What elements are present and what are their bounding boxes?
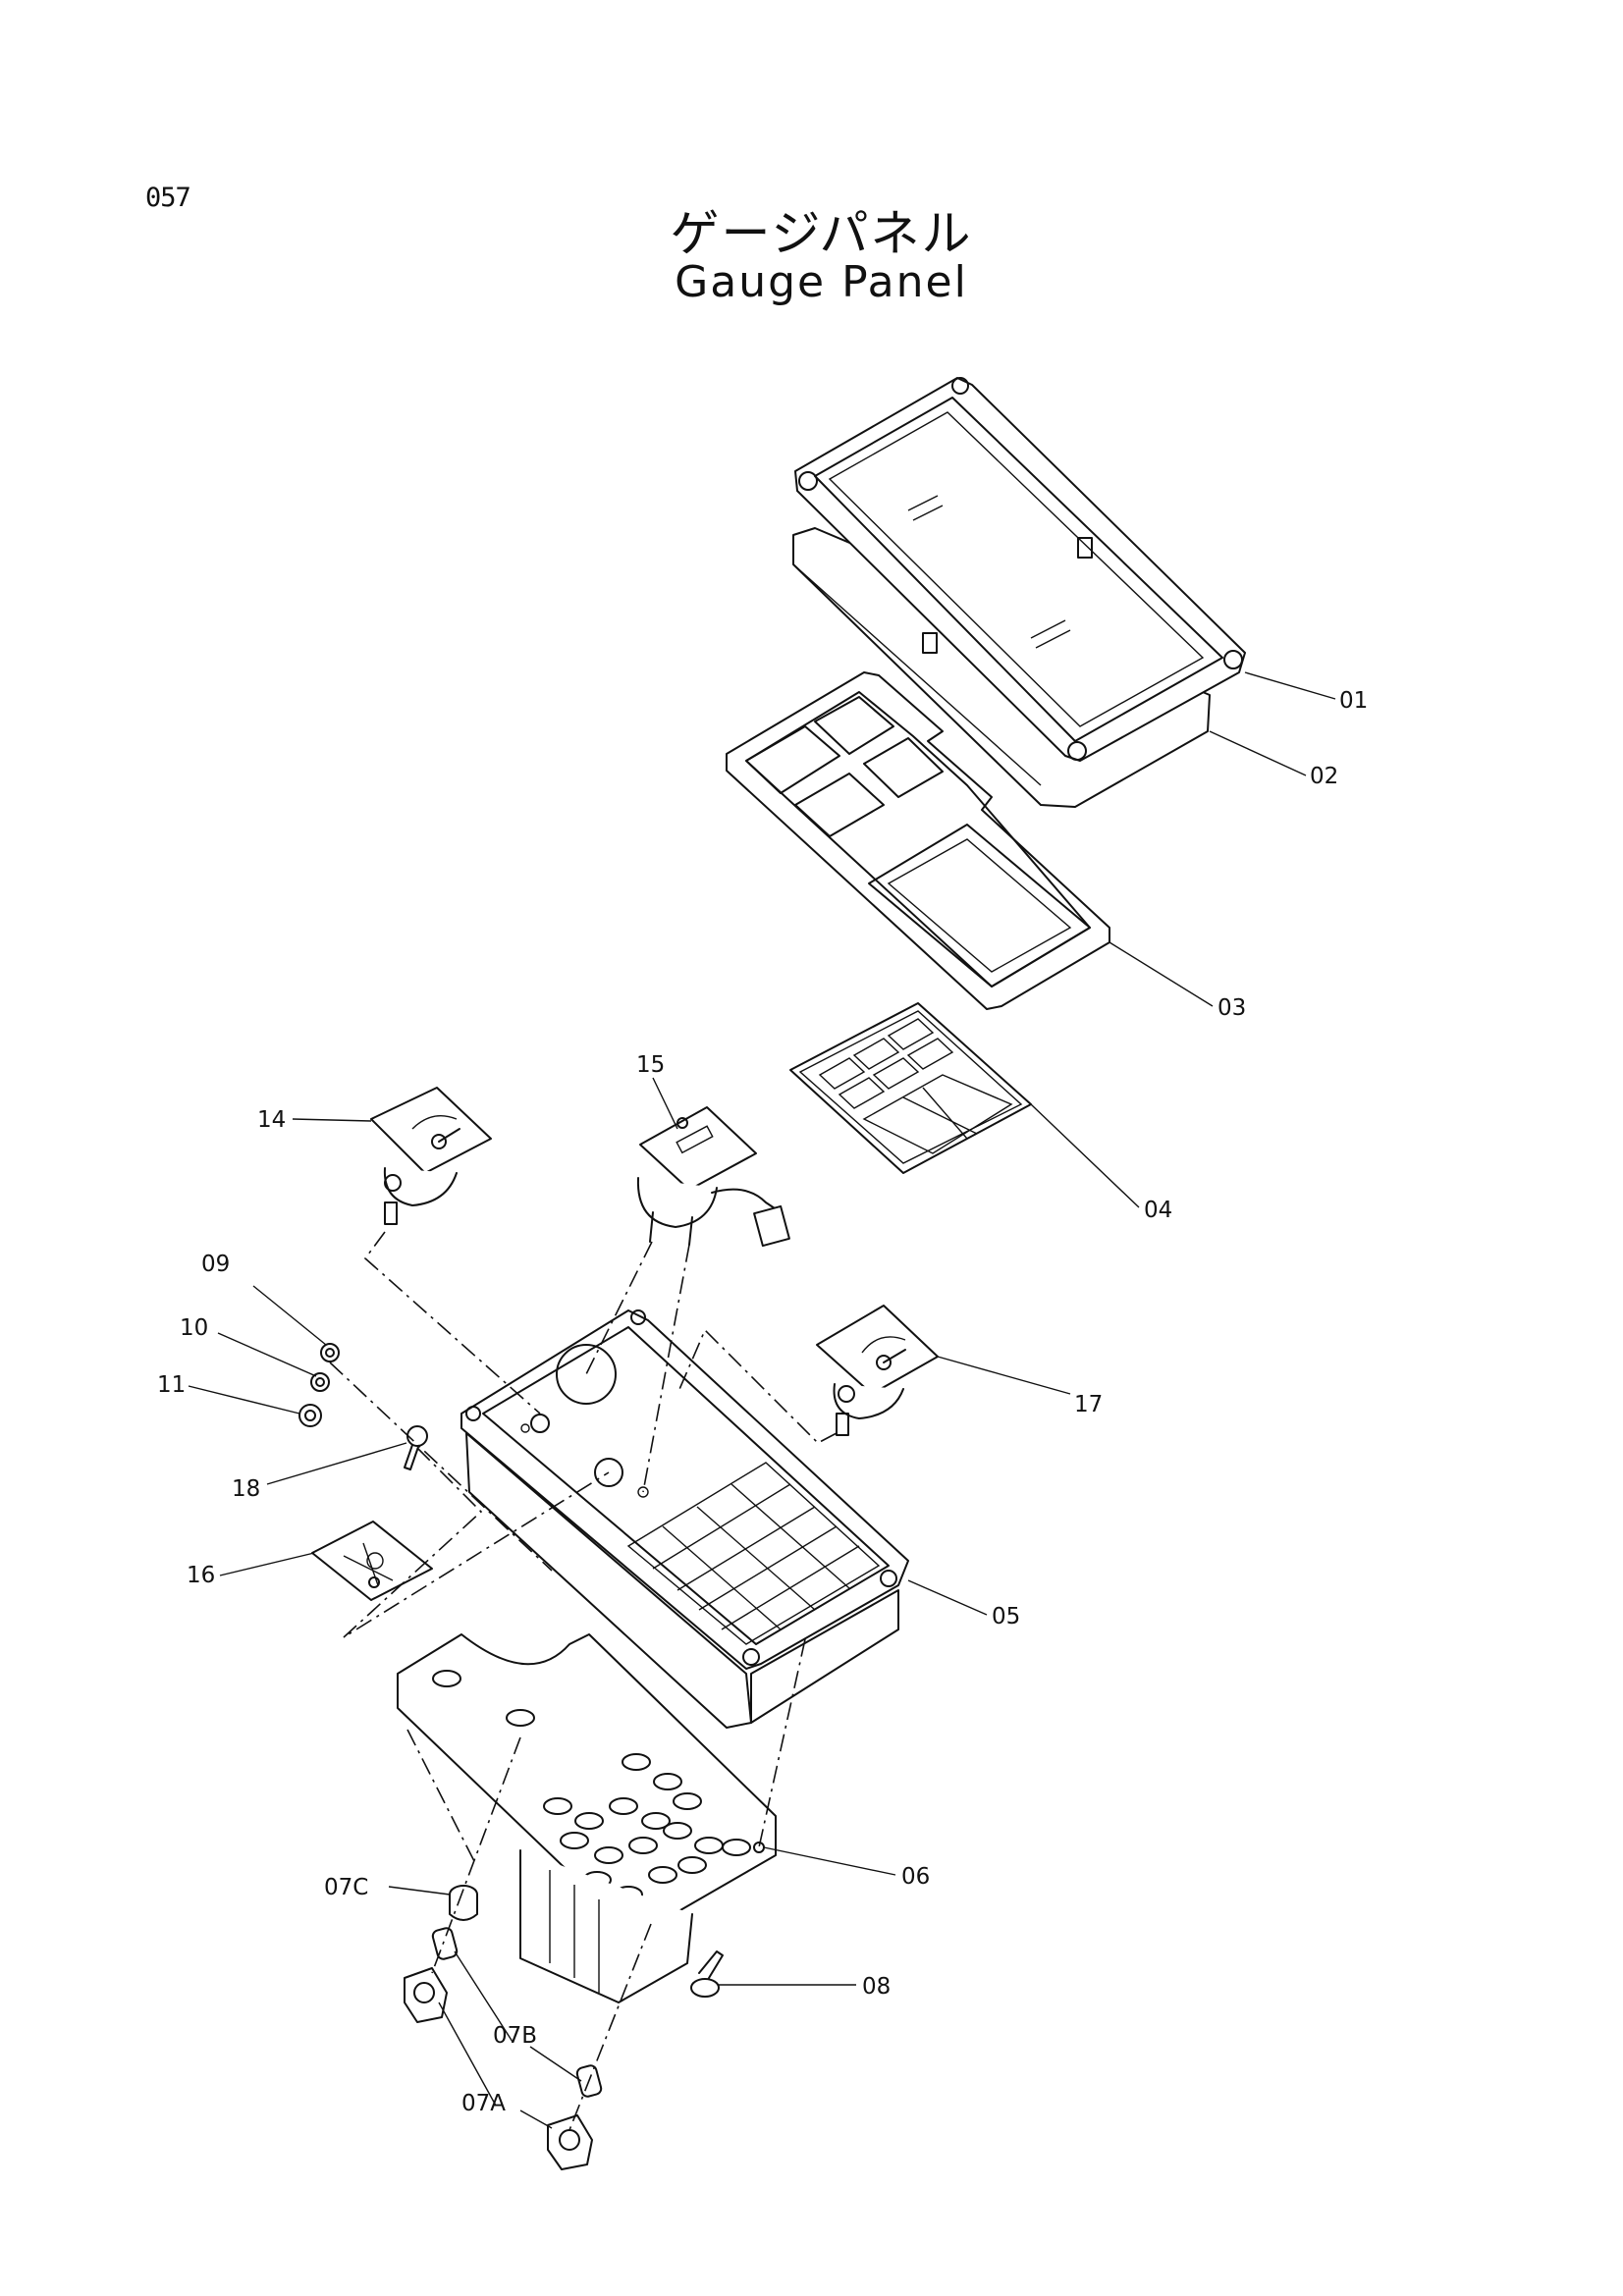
part-15-gauge xyxy=(636,1106,790,1248)
leader-lines xyxy=(188,671,1336,2129)
part-14-gauge xyxy=(370,1087,492,1225)
part-07b-bulb xyxy=(431,1927,603,2098)
callout-16: 16 xyxy=(187,1563,215,1588)
callout-11: 11 xyxy=(157,1372,186,1398)
part-18-screw xyxy=(404,1425,428,1470)
page-number: 057 xyxy=(145,183,191,213)
part-08-screw xyxy=(690,1950,724,1998)
callout-18: 18 xyxy=(232,1476,260,1502)
callout-10: 10 xyxy=(180,1315,208,1341)
callout-05: 05 xyxy=(992,1604,1020,1629)
page-title-japanese: ゲージパネル xyxy=(670,205,973,262)
part-17-gauge xyxy=(816,1305,939,1436)
callout-08: 08 xyxy=(862,1974,891,2000)
part-16-plate xyxy=(311,1521,433,1601)
callout-02: 02 xyxy=(1310,764,1338,789)
part-05-main-case xyxy=(460,1309,909,1729)
callout-07c: 07C xyxy=(324,1875,368,1900)
callout-14: 14 xyxy=(257,1107,286,1133)
case-cell-grid xyxy=(626,1462,881,1645)
part-06-bottom-cover xyxy=(397,1633,777,2003)
callout-09: 09 xyxy=(201,1252,230,1277)
part-03-inner-frame xyxy=(726,671,1110,1010)
part-07a-socket xyxy=(404,1967,593,2170)
callout-03: 03 xyxy=(1217,995,1246,1021)
callout-17: 17 xyxy=(1074,1392,1103,1417)
callout-04: 04 xyxy=(1144,1198,1172,1223)
callout-labels: 01 02 03 04 05 06 07C 07B 07A 08 09 10 1… xyxy=(157,688,1368,2116)
callout-07b: 07B xyxy=(493,2023,537,2049)
part-09-10-11-washers-nut xyxy=(298,1343,340,1427)
part-01-front-bezel xyxy=(794,377,1246,762)
callout-07a: 07A xyxy=(461,2091,506,2116)
callout-01: 01 xyxy=(1339,688,1368,714)
page-title-english: Gauge Panel xyxy=(675,257,968,307)
part-04-display-lens xyxy=(789,1002,1032,1174)
callout-06: 06 xyxy=(901,1864,930,1890)
callout-15: 15 xyxy=(636,1052,665,1078)
assembly-lines xyxy=(329,1231,838,2131)
